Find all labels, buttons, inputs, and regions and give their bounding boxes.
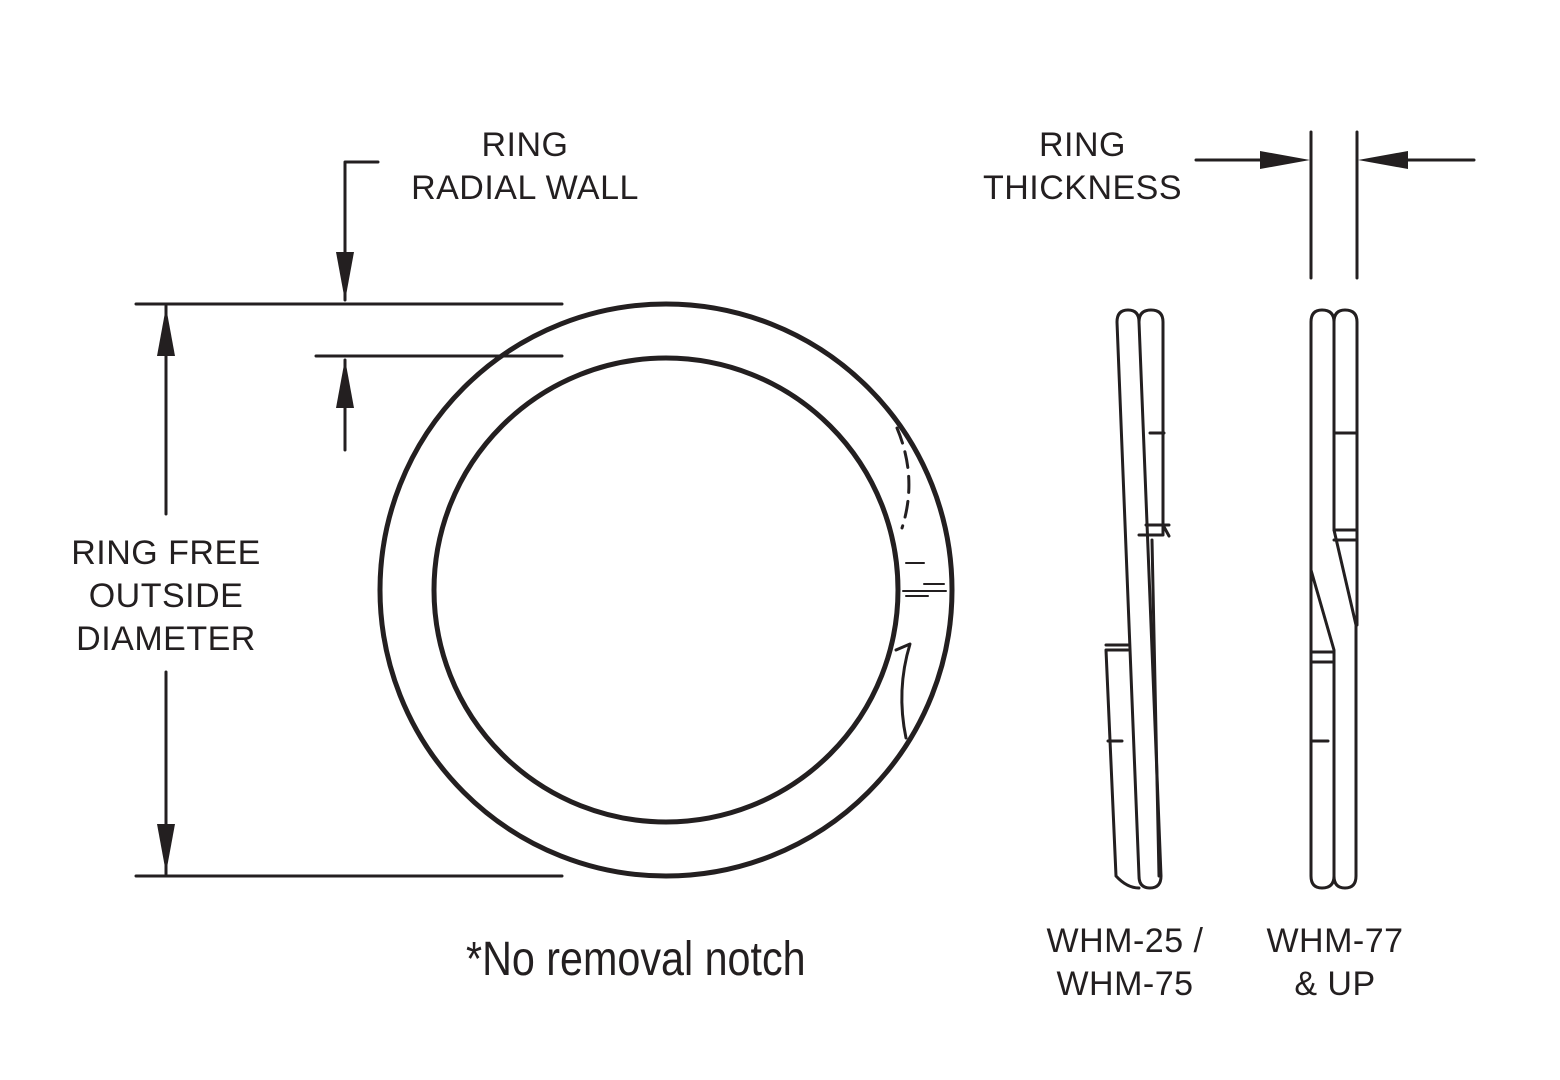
ring-overlap-end — [894, 642, 912, 740]
thickness-label-line-1: RING — [1039, 126, 1126, 164]
radial-wall-label: RING RADIAL WALL — [380, 124, 670, 210]
side-view-b-outline — [1309, 568, 1336, 878]
side-view-b-outline — [1309, 308, 1358, 890]
radial-wall-label-line-1: RING — [481, 126, 569, 164]
variant-a-label-line-2: WHM-75 — [1056, 965, 1194, 1003]
thickness-label: RING THICKNESS — [960, 124, 1205, 210]
side-view-a-outline — [1104, 648, 1141, 890]
radial-wall-dimension — [314, 160, 564, 452]
side-view-whm-77-up — [1309, 308, 1359, 890]
arrow-up-icon — [157, 307, 175, 356]
arrow-left-icon — [1358, 151, 1408, 169]
side-view-a-outline — [1137, 308, 1165, 537]
arrow-up-icon — [336, 359, 354, 408]
outside-diameter-label-line-1: RING FREE — [71, 534, 261, 572]
side-view-whm-25-75 — [1104, 308, 1171, 890]
arrow-down-icon — [336, 252, 354, 301]
radial-wall-label-line-2: RADIAL WALL — [411, 169, 639, 207]
arrow-right-icon — [1260, 151, 1310, 169]
thickness-label-line-2: THICKNESS — [982, 169, 1183, 207]
arrow-down-icon — [157, 824, 175, 873]
variant-b-label-line-1: WHM-77 — [1266, 922, 1404, 960]
side-view-a-outline — [1115, 308, 1163, 890]
variant-b-label: WHM-77 & UP — [1240, 920, 1430, 1006]
radial-wall-leader — [343, 160, 380, 302]
outside-diameter-label-line-2: OUTSIDE — [88, 577, 244, 615]
side-view-a-line — [1161, 523, 1171, 538]
side-view-a-line — [1150, 538, 1161, 878]
variant-a-label: WHM-25 / WHM-75 — [1020, 920, 1230, 1006]
side-view-b-outline — [1332, 308, 1359, 627]
variant-a-label-line-1: WHM-25 / — [1046, 922, 1204, 960]
ring-inner-circle — [431, 355, 901, 825]
variant-b-label-line-2: & UP — [1294, 965, 1376, 1003]
outside-diameter-label-line-3: DIAMETER — [76, 620, 256, 658]
no-removal-notch-note: *No removal notch — [466, 933, 806, 986]
outside-diameter-label: RING FREE OUTSIDE DIAMETER — [56, 532, 276, 661]
outside-diameter-dimension — [134, 302, 564, 878]
ring-outer-circle — [377, 301, 955, 879]
ring-top-view — [377, 301, 955, 879]
thickness-dimension — [1194, 130, 1476, 280]
ring-hidden-edge — [895, 426, 911, 530]
